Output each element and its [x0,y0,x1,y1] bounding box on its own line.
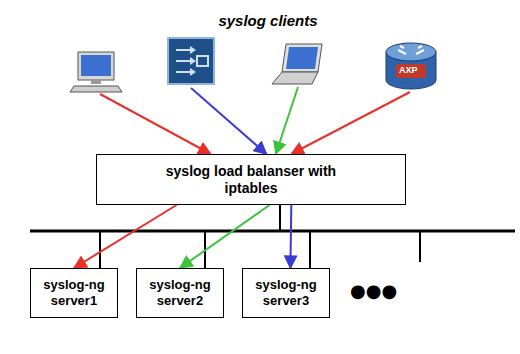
flow-arrow [74,205,177,268]
bus-drop [279,205,281,231]
flow-arrow [180,205,270,268]
more-servers-dots: ●●● [350,280,397,301]
region-title: syslog clients [68,12,468,30]
bus-drop [309,231,311,268]
server-box: syslog-ng server1 [30,268,118,318]
bus-drop [419,231,421,262]
box-label: syslog-ng server1 [36,277,112,308]
server-box: syslog-ng server2 [136,268,224,318]
flow-arrow [276,87,298,154]
router-icon [386,43,436,89]
network-bus [30,230,515,233]
box-label: syslog-ng server3 [248,277,324,308]
box-label: syslog load balanser with iptables [159,163,344,197]
router-badge: AXP [399,65,418,75]
flow-arrow [191,88,267,154]
server-box: syslog-ng server3 [242,268,330,318]
bus-drop [99,231,101,268]
cloud-region: syslog clients [68,2,468,110]
flow-arrow [289,205,292,268]
flow-arrow [291,92,410,154]
laptop-icon [272,44,322,84]
appliance-icon [168,38,214,84]
desktop-icon [70,52,122,92]
flow-arrow [100,94,211,154]
load-balancer-box: syslog load balanser with iptables [96,154,406,205]
box-label: syslog-ng server2 [142,277,218,308]
